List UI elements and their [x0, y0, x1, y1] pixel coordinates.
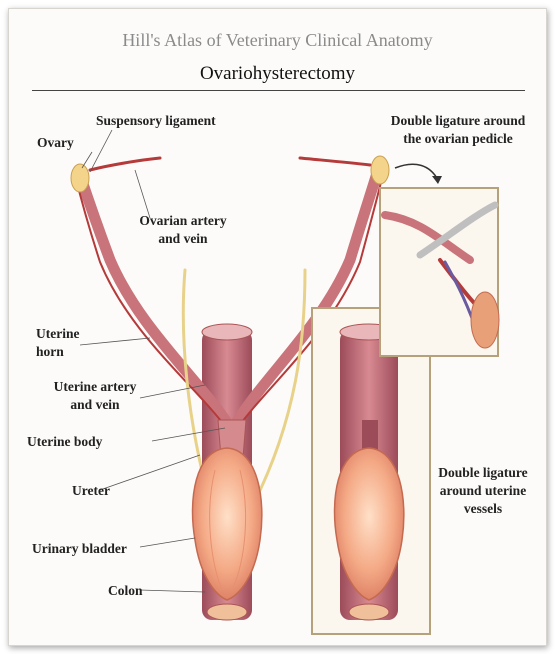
label-double-ligature-uterine: Double ligature around uterine vessels [425, 464, 541, 518]
arrow-head [432, 176, 442, 184]
label-uterine-body: Uterine body [27, 433, 102, 451]
label-uterine-artery-vein: Uterine artery and vein [40, 378, 150, 414]
label-urinary-bladder: Urinary bladder [32, 540, 127, 558]
label-double-ligature-ovarian: Double ligature around the ovarian pedic… [374, 112, 542, 148]
label-uterine-horn: Uterine horn [36, 325, 79, 361]
label-ureter: Ureter [72, 482, 110, 500]
label-ovarian-artery-vein: Ovarian artery and vein [128, 212, 238, 248]
curved-arrow [395, 164, 438, 180]
label-colon: Colon [108, 582, 143, 600]
label-ovary: Ovary [37, 134, 74, 152]
label-suspensory-ligament: Suspensory ligament [96, 112, 216, 130]
